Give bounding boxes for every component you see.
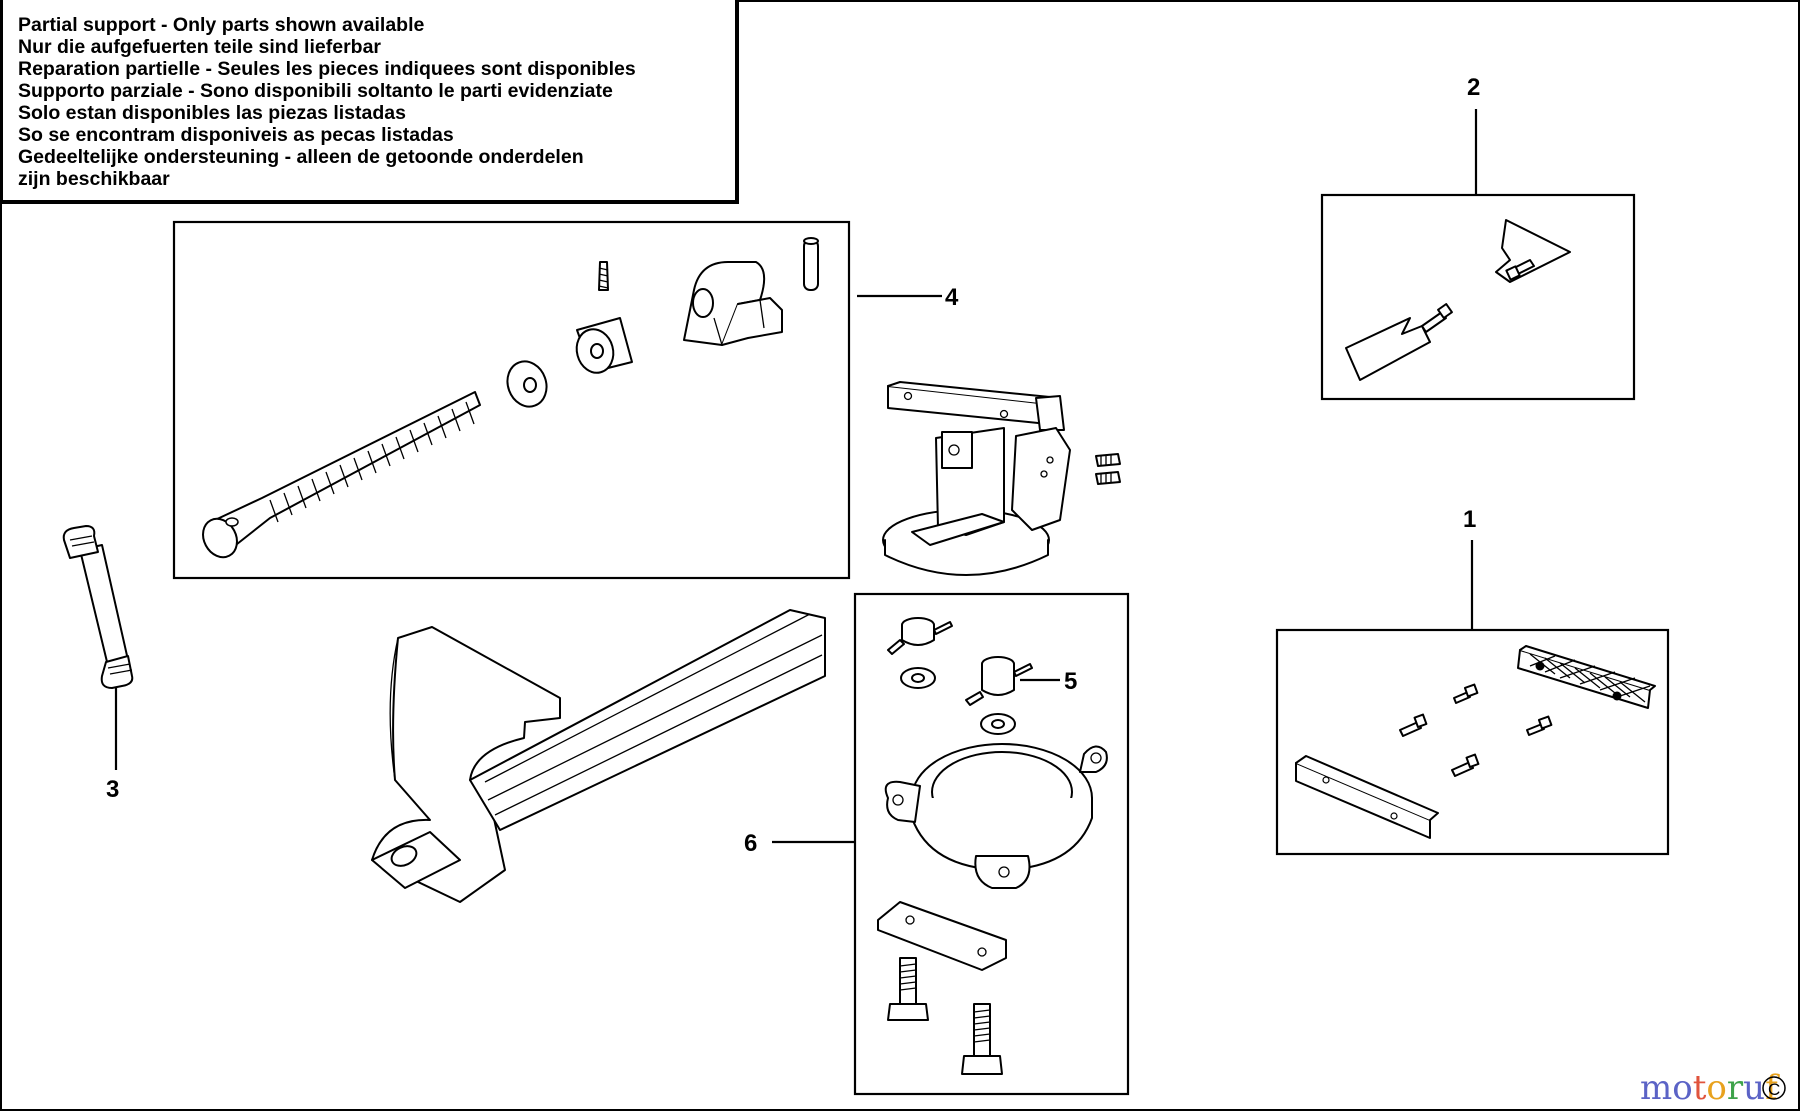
spindle-icon bbox=[202, 391, 481, 559]
jaw-plate-icon bbox=[1295, 645, 1656, 839]
notice-line: Nur die aufgefuerten teile sind lieferba… bbox=[18, 36, 381, 58]
copyright-mark: C bbox=[1768, 1080, 1780, 1099]
watermark-letter: motoruf bbox=[1640, 1068, 1780, 1108]
callout-3[interactable]: 3 bbox=[106, 776, 119, 803]
part-6-swivel-base[interactable] bbox=[853, 592, 1130, 1096]
notice-line: Solo estan disponibles las piezas listad… bbox=[18, 102, 406, 124]
callout-2[interactable]: 2 bbox=[1467, 74, 1480, 101]
vise-body-icon bbox=[371, 609, 826, 903]
watermark-letter: t bbox=[1693, 1068, 1707, 1108]
watermark-letter: m bbox=[1640, 1068, 1672, 1108]
notice-line: Supporto parziale - Sono disponibili sol… bbox=[18, 80, 613, 102]
part-6-box bbox=[853, 592, 1130, 1096]
screw-icon bbox=[1421, 259, 1535, 333]
jaw-cap-icon bbox=[1345, 219, 1571, 381]
callout-1[interactable]: 1 bbox=[1463, 506, 1476, 533]
lock-handle-icon bbox=[887, 617, 1033, 735]
spindle-nut-icon bbox=[683, 261, 783, 346]
copyright-circle bbox=[1762, 1076, 1786, 1100]
notice-line: Gedeeltelijke ondersteuning - alleen de … bbox=[18, 146, 584, 168]
watermark-letter: o bbox=[1706, 1068, 1726, 1108]
swivel-base-icon bbox=[884, 743, 1108, 889]
partial-support-notice: Partial support - Only parts shown avail… bbox=[0, 0, 739, 204]
watermark-letter: o bbox=[1672, 1068, 1692, 1108]
part-4-spindle-assembly[interactable] bbox=[172, 220, 851, 580]
handle-icon bbox=[62, 525, 134, 689]
part-2-jaw-caps[interactable] bbox=[1320, 193, 1636, 401]
screw-icon bbox=[1399, 683, 1553, 777]
watermark-letter: r bbox=[1727, 1068, 1744, 1108]
callout-4[interactable]: 4 bbox=[945, 284, 959, 311]
part-3-handle[interactable] bbox=[62, 525, 134, 689]
notice-box bbox=[0, 0, 739, 204]
callout-5[interactable]: 5 bbox=[1064, 668, 1077, 695]
part-1-jaw-plates[interactable] bbox=[1275, 628, 1670, 856]
notice-line: Partial support - Only parts shown avail… bbox=[18, 14, 425, 36]
part-4-box bbox=[172, 220, 851, 580]
part-2-box bbox=[1320, 193, 1636, 401]
part-1-box bbox=[1275, 628, 1670, 856]
notice-line: So se encontram disponiveis as pecas lis… bbox=[18, 124, 454, 146]
notice-line: Reparation partielle - Seules les pieces… bbox=[18, 58, 636, 80]
bolt-icon bbox=[887, 957, 1003, 1075]
collar-icon bbox=[575, 261, 633, 374]
pin-icon bbox=[803, 237, 819, 291]
washer-icon bbox=[506, 360, 548, 408]
watermark-logo: motoruf C bbox=[1640, 1068, 1786, 1108]
clamp-plate-icon bbox=[877, 901, 1007, 971]
watermark-letter: u bbox=[1743, 1068, 1765, 1108]
rear-jaw-icon bbox=[882, 381, 1121, 576]
notice-line: zijn beschikbaar bbox=[18, 168, 170, 190]
callout-6[interactable]: 6 bbox=[744, 830, 757, 857]
